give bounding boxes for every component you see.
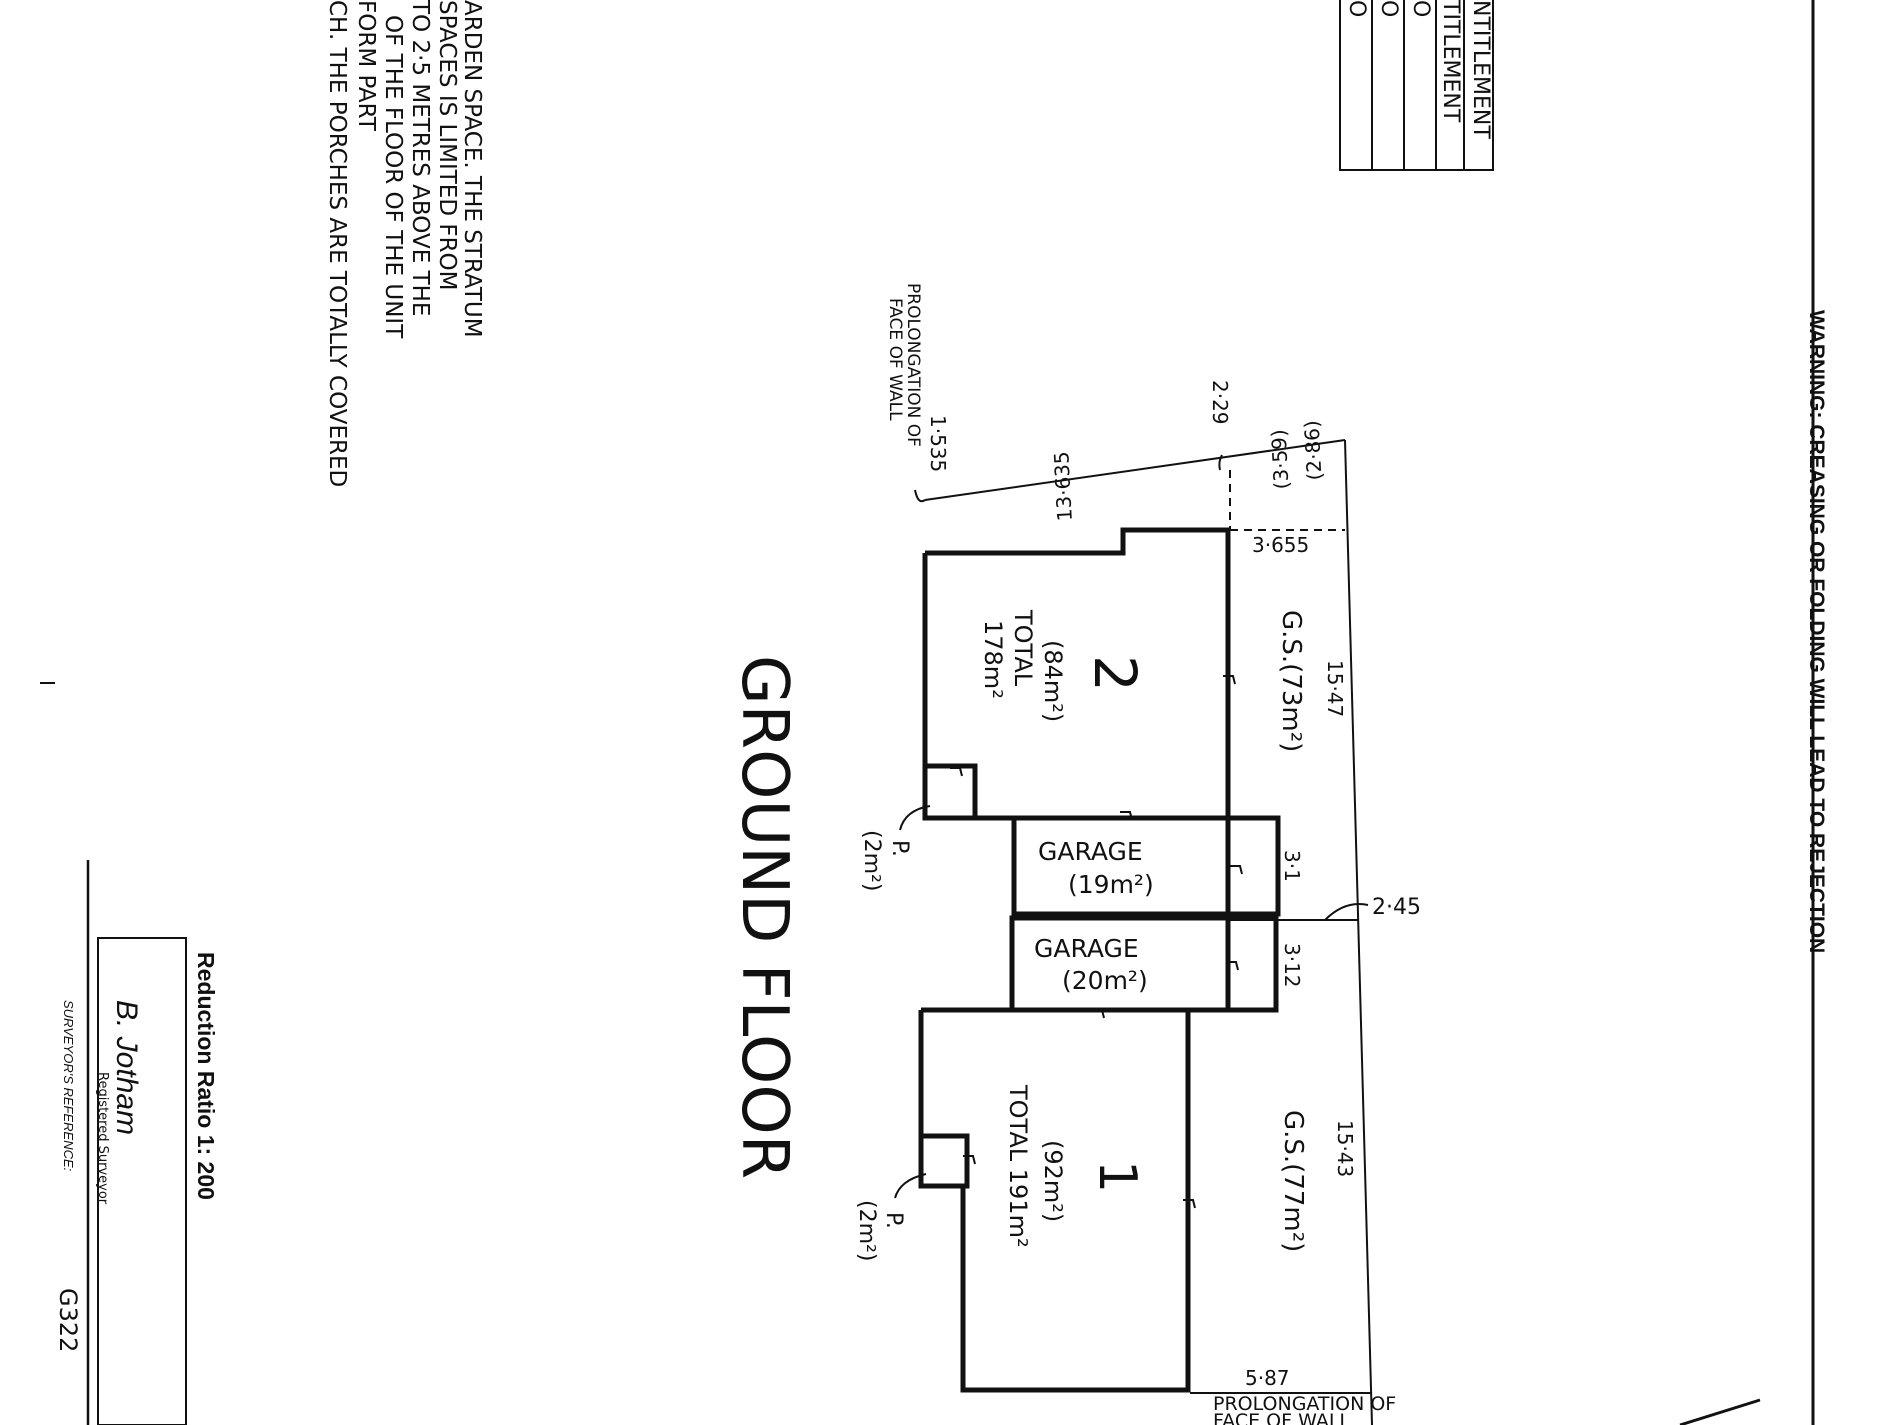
table-row-text: O [1344, 0, 1369, 17]
reduction-ratio: Reduction Ratio 1: 200 [193, 952, 219, 1200]
unit-1-porch-label: P. [881, 1212, 906, 1229]
table-row-text: O [1408, 0, 1433, 17]
plan-title: GROUND FLOOR [727, 655, 801, 1179]
garage-b-label: GARAGE [1034, 934, 1139, 963]
garage-b-area: (20m²) [1062, 966, 1148, 995]
dim-1535: 1·535 [926, 415, 950, 472]
tick [1120, 811, 1133, 821]
unit-2-gs: G.S.(73m²) [1276, 610, 1306, 752]
table-frame [1339, 0, 1494, 171]
unit-2-total-label: TOTAL [1009, 609, 1037, 687]
unit-1-labels: 1 (92m²) TOTAL 191m² G.S.(77m²) P. (2m²) [854, 1084, 1308, 1261]
tick [1226, 961, 1239, 971]
surveyor-reference-value: G322 [54, 1288, 82, 1352]
dim-13635: 13·635 [1049, 451, 1077, 522]
unit-2-labels: 2 (84m²) TOTAL 178m² G.S.(73m²) P. (2m²) [859, 609, 1306, 891]
prolongation-top-line1: PROLONGATION OF [903, 283, 923, 447]
dim-229: 2·29 [1208, 380, 1232, 425]
prolongation-bottom-line2: FACE OF WALL [1213, 1410, 1350, 1425]
corner-stroke [1679, 1398, 1761, 1425]
unit-2-outline [922, 527, 1231, 821]
leader-porch-2 [899, 805, 931, 831]
dimension-labels: 1·535 2·29 13·635 (3·59) (2·86) 3·655 15… [926, 380, 1421, 1390]
note-line: CH. THE PORCHES ARE TOTALLY COVERED [324, 0, 350, 487]
dim-359: (3·59) [1266, 429, 1293, 490]
note-line: FORM PART [353, 0, 379, 132]
unit-2-area: (84m²) [1039, 640, 1067, 722]
garage-a-outline [1011, 815, 1281, 917]
registered-surveyor-label: Registered Surveyor [95, 1072, 110, 1205]
tick [1183, 1199, 1196, 1209]
unit-2-total-area: 178m² [979, 620, 1007, 699]
dim-245: 2·45 [1372, 895, 1421, 920]
dim-587: 5·87 [1245, 1366, 1290, 1390]
sheet-border [40, 0, 1815, 1425]
table-row-text: TITLEMENT [1438, 0, 1463, 123]
unit-1-area: (92m²) [1039, 1140, 1067, 1222]
tick-marks [894, 675, 1243, 1209]
tick [963, 1155, 976, 1165]
dim-286: (2·86) [1299, 420, 1326, 481]
lot-boundary [914, 439, 1373, 1425]
note-line: TO 2·5 METRES ABOVE THE [407, 0, 433, 316]
tick [1223, 675, 1236, 685]
surveyor-box [97, 937, 187, 1425]
boundary-top [924, 439, 1346, 501]
leader-porch-1 [894, 1173, 927, 1199]
boundary-right [1344, 439, 1373, 1425]
note-line: ARDEN SPACE. THE STRATUM [459, 0, 485, 338]
leader-229 [1218, 454, 1223, 471]
note-line: OF THE FLOOR OF THE UNIT [380, 15, 406, 339]
dim-3655: 3·655 [1252, 533, 1309, 557]
notes-block: ARDEN SPACE. THE STRATUM SPACES IS LIMIT… [324, 0, 485, 487]
surveyor-reference-label: SURVEYOR'S REFERENCE: [61, 1000, 76, 1172]
unit-2-porch [922, 763, 978, 821]
surveyor-block: Reduction Ratio 1: 200 B. Jotham Registe… [54, 937, 219, 1425]
unit-2-number: 2 [1081, 655, 1149, 692]
tick [1230, 865, 1243, 875]
tick [1092, 1009, 1105, 1019]
unit-1-building [918, 1007, 1191, 1393]
dim-312: 3·12 [1280, 943, 1304, 988]
tick [950, 767, 963, 777]
unit-2-porch-label: P. [887, 840, 912, 857]
prolongation-top-line2: FACE OF WALL [885, 298, 905, 421]
leader-1535 [914, 489, 926, 503]
dim-31: 3·1 [1280, 850, 1304, 882]
unit-1-porch [918, 1133, 970, 1189]
dim-1543: 15·43 [1333, 1120, 1357, 1177]
leader-245 [1324, 903, 1369, 921]
garage-a-area: (19m²) [1068, 870, 1154, 899]
dim-1547: 15·47 [1323, 660, 1347, 717]
unit-1-porch-area: (2m²) [854, 1200, 879, 1261]
unit-1-gs: G.S.(77m²) [1278, 1110, 1308, 1252]
garage-a-label: GARAGE [1038, 837, 1143, 866]
prolongation-bottom-line1: PROLONGATION OF [1213, 1393, 1396, 1415]
table-row-text: O [1376, 0, 1401, 17]
unit-1-number: 1 [1087, 1160, 1147, 1193]
entitlement-table: NTITLEMENT TITLEMENT O O O [1339, 0, 1494, 171]
unit-2-building [922, 527, 1231, 821]
table-row-text: NTITLEMENT [1468, 0, 1493, 139]
warning-text: WARNING: CREASING OR FOLDING WILL LEAD T… [1805, 310, 1828, 953]
surveyor-signature: B. Jotham [110, 1000, 143, 1135]
unit-2-porch-area: (2m²) [859, 830, 884, 891]
note-line: SPACES IS LIMITED FROM [434, 0, 460, 291]
unit-1-total: TOTAL 191m² [1004, 1084, 1032, 1248]
